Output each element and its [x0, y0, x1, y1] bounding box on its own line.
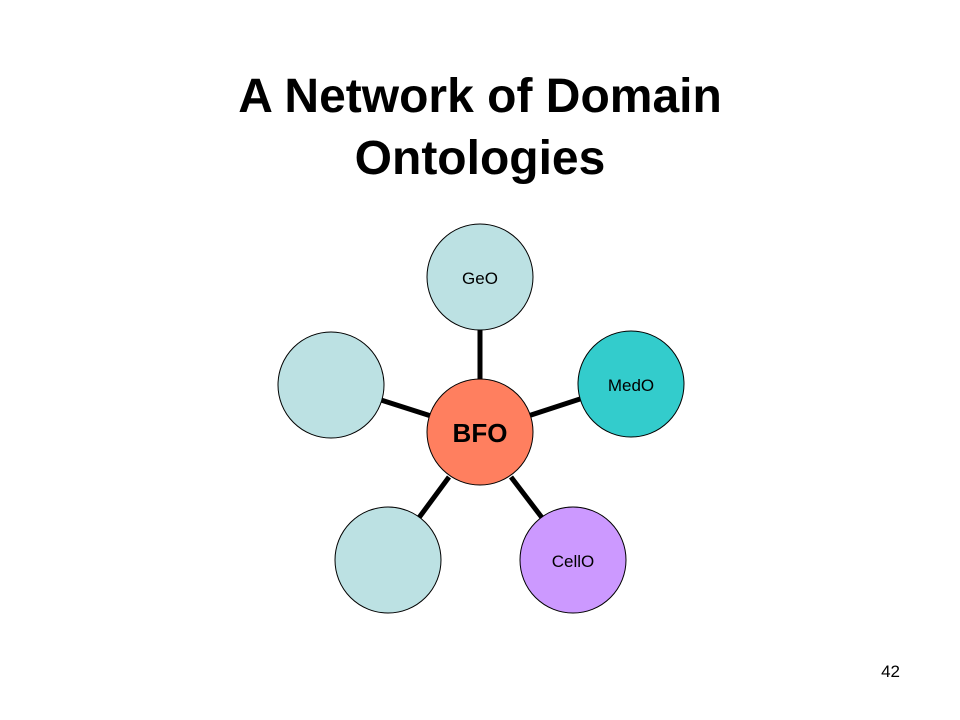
title-line-1: A Network of Domain [238, 70, 722, 123]
spoke-blank-left [380, 397, 432, 419]
spoke-cello [509, 475, 545, 521]
slide-title: A Network of Domain Ontologies [0, 66, 960, 190]
spoke-medo [527, 396, 581, 419]
node-bfo: BFO [426, 378, 534, 486]
node-geo-label: GeO [462, 269, 498, 288]
node-bfo-label: BFO [453, 418, 508, 448]
node-blank-left [277, 331, 385, 439]
node-medo: MedO [577, 330, 685, 438]
node-geo: GeO [426, 223, 534, 331]
title-line-2: Ontologies [354, 132, 606, 185]
node-blank-bottom-left [334, 506, 442, 614]
spoke-blank-bottom-left [415, 475, 452, 521]
page-number: 42 [881, 662, 900, 681]
node-cello-label: CellO [552, 552, 595, 571]
node-cello: CellO [519, 506, 627, 614]
node-medo-label: MedO [608, 376, 654, 395]
